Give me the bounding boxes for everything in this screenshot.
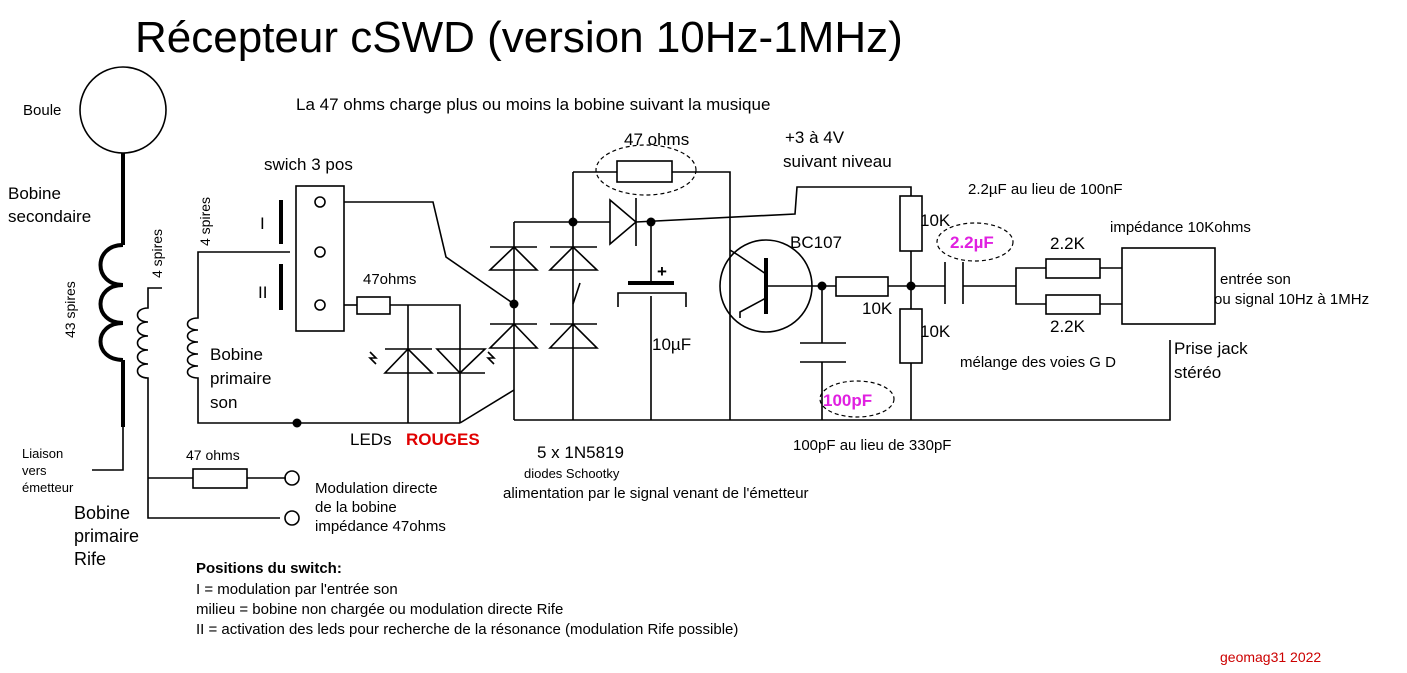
- diodes-type-label: diodes Schootky: [524, 466, 620, 481]
- resistor-47ohms-bypass-label: 47 ohms: [624, 130, 689, 149]
- cap-10uf-plus: +: [657, 262, 667, 281]
- resistor-2-2k-bottom: [1045, 294, 1101, 315]
- switch-pos-I: I: [260, 214, 265, 233]
- spires-4-rife-label: 4 spires: [149, 229, 165, 278]
- highlight-47ohms: [595, 144, 697, 196]
- resistor-2-2k-top-label: 2.2K: [1050, 234, 1086, 253]
- impedance-label: impédance 10Kohms: [1110, 219, 1251, 236]
- resistor-10k-base: [835, 276, 889, 297]
- antenna-coil-section: Boule Bobine secondaire 43 spires Liaiso…: [8, 66, 446, 569]
- modulation-label-2: de la bobine: [315, 499, 397, 516]
- resistor-10k-base-label: 10K: [862, 299, 893, 318]
- resistor-47ohms-bypass: [616, 160, 673, 183]
- resistor-10k-bottom: [899, 308, 923, 364]
- diode-5: [609, 198, 638, 246]
- junction-dot: [292, 418, 302, 428]
- modulation-terminal-2[interactable]: [284, 510, 300, 526]
- resistor-47ohms-modulation: [192, 468, 248, 489]
- highlight-2-2uf: [936, 222, 1014, 262]
- resistor-2-2k-bottom-label: 2.2K: [1050, 317, 1086, 336]
- switch-section: 4 spires Bobine primaire son swich 3 pos…: [186, 155, 515, 449]
- modulation-terminal-1[interactable]: [284, 470, 300, 486]
- cap-100pf-label: 100pF: [823, 391, 872, 410]
- highlight-100pf: [819, 380, 895, 418]
- bobine-secondaire-label-2: secondaire: [8, 207, 91, 226]
- bobine-son-label-3: son: [210, 393, 237, 412]
- bobine-son-label-2: primaire: [210, 369, 271, 388]
- diagram-subtitle: La 47 ohms charge plus ou moins la bobin…: [296, 95, 770, 114]
- diode-2: [548, 245, 599, 271]
- rectifier-section: 47 ohms + 10µF 5 x 1N5819 diodes Schootk…: [488, 130, 1171, 502]
- bobine-son-label-1: Bobine: [210, 345, 263, 364]
- bobine-rife-label-1: Bobine: [74, 503, 130, 523]
- input-section: 2.2µF 2.2µF au lieu de 100nF 2.2K 2.2K i…: [911, 181, 1369, 382]
- rife-primary-coil: [136, 287, 280, 519]
- spires-43-label: 43 spires: [62, 281, 78, 338]
- resistor-10k-top: [899, 195, 923, 252]
- leds-color-label: ROUGES: [406, 430, 480, 449]
- resistor-10k-top-label: 10K: [920, 211, 951, 230]
- jack-label-1: Prise jack: [1174, 339, 1248, 358]
- transistor-label: BC107: [790, 233, 842, 252]
- resistor-47ohms-modulation-label: 47 ohms: [186, 447, 240, 463]
- bobine-rife-label-2: primaire: [74, 526, 139, 546]
- liaison-label-3: émetteur: [22, 480, 74, 495]
- entree-label-2: ou signal 10Hz à 1MHz: [1214, 291, 1369, 308]
- cap-2-2uf-note: 2.2µF au lieu de 100nF: [968, 181, 1123, 198]
- led-pair: [368, 347, 496, 375]
- switch-position-line: II = activation des leds pour recherche …: [196, 621, 738, 638]
- leds-label: LEDs: [350, 430, 392, 449]
- boule-label: Boule: [23, 102, 61, 119]
- diode-1: [488, 245, 539, 271]
- switch-label: swich 3 pos: [264, 155, 353, 174]
- melange-label: mélange des voies G D: [960, 354, 1116, 371]
- resistor-10k-bottom-label: 10K: [920, 322, 951, 341]
- supply-label-1: +3 à 4V: [785, 128, 845, 147]
- resistor-2-2k-top: [1045, 258, 1101, 279]
- cap-10uf-label: 10µF: [652, 335, 691, 354]
- supply-label-2: suivant niveau: [783, 152, 892, 171]
- jack-label-2: stéréo: [1174, 363, 1221, 382]
- jack-socket[interactable]: [1121, 247, 1216, 325]
- resistor-47ohms-leds: [356, 296, 391, 315]
- modulation-label-1: Modulation directe: [315, 480, 438, 497]
- switch-contact-bottom: [314, 299, 326, 311]
- sound-primary-coil: [186, 251, 460, 424]
- diagram-title: Récepteur cSWD (version 10Hz-1MHz): [135, 13, 903, 62]
- resistor-47ohms-leds-label: 47ohms: [363, 271, 416, 288]
- switch-pos-II: II: [258, 283, 267, 302]
- switch-position-line: milieu = bobine non chargée ou modulatio…: [196, 601, 563, 618]
- boule-sphere: [79, 66, 167, 154]
- liaison-wire: [92, 427, 124, 471]
- switch-position-line: I = modulation par l'entrée son: [196, 581, 398, 598]
- switch-3-positions[interactable]: [295, 185, 345, 332]
- cap-2-2uf-label: 2.2µF: [950, 233, 994, 252]
- switch-positions-heading: Positions du switch:: [196, 560, 342, 577]
- liaison-label-1: Liaison: [22, 446, 63, 461]
- switch-contact-top: [314, 196, 326, 208]
- diode-4: [548, 322, 599, 349]
- entree-label-1: entrée son: [1220, 271, 1291, 288]
- cap-100pf-note: 100pF au lieu de 330pF: [793, 437, 951, 454]
- spires-4-son-label: 4 spires: [197, 197, 213, 246]
- switch-positions-notes: Positions du switch: I = modulation par …: [196, 560, 738, 638]
- credit-label: geomag31 2022: [1220, 649, 1321, 665]
- modulation-label-3: impédance 47ohms: [315, 518, 446, 535]
- diode-3: [488, 322, 539, 349]
- switch-contact-middle: [314, 246, 326, 258]
- secondary-coil: [98, 153, 125, 427]
- transistor-section: +3 à 4V suivant niveau BC107 10K 100pF 1…: [719, 128, 951, 454]
- diodes-count-label: 5 x 1N5819: [537, 443, 624, 462]
- bobine-secondaire-label-1: Bobine: [8, 184, 61, 203]
- liaison-label-2: vers: [22, 463, 47, 478]
- diodes-note-label: alimentation par le signal venant de l'é…: [503, 485, 809, 502]
- bobine-rife-label-3: Rife: [74, 549, 106, 569]
